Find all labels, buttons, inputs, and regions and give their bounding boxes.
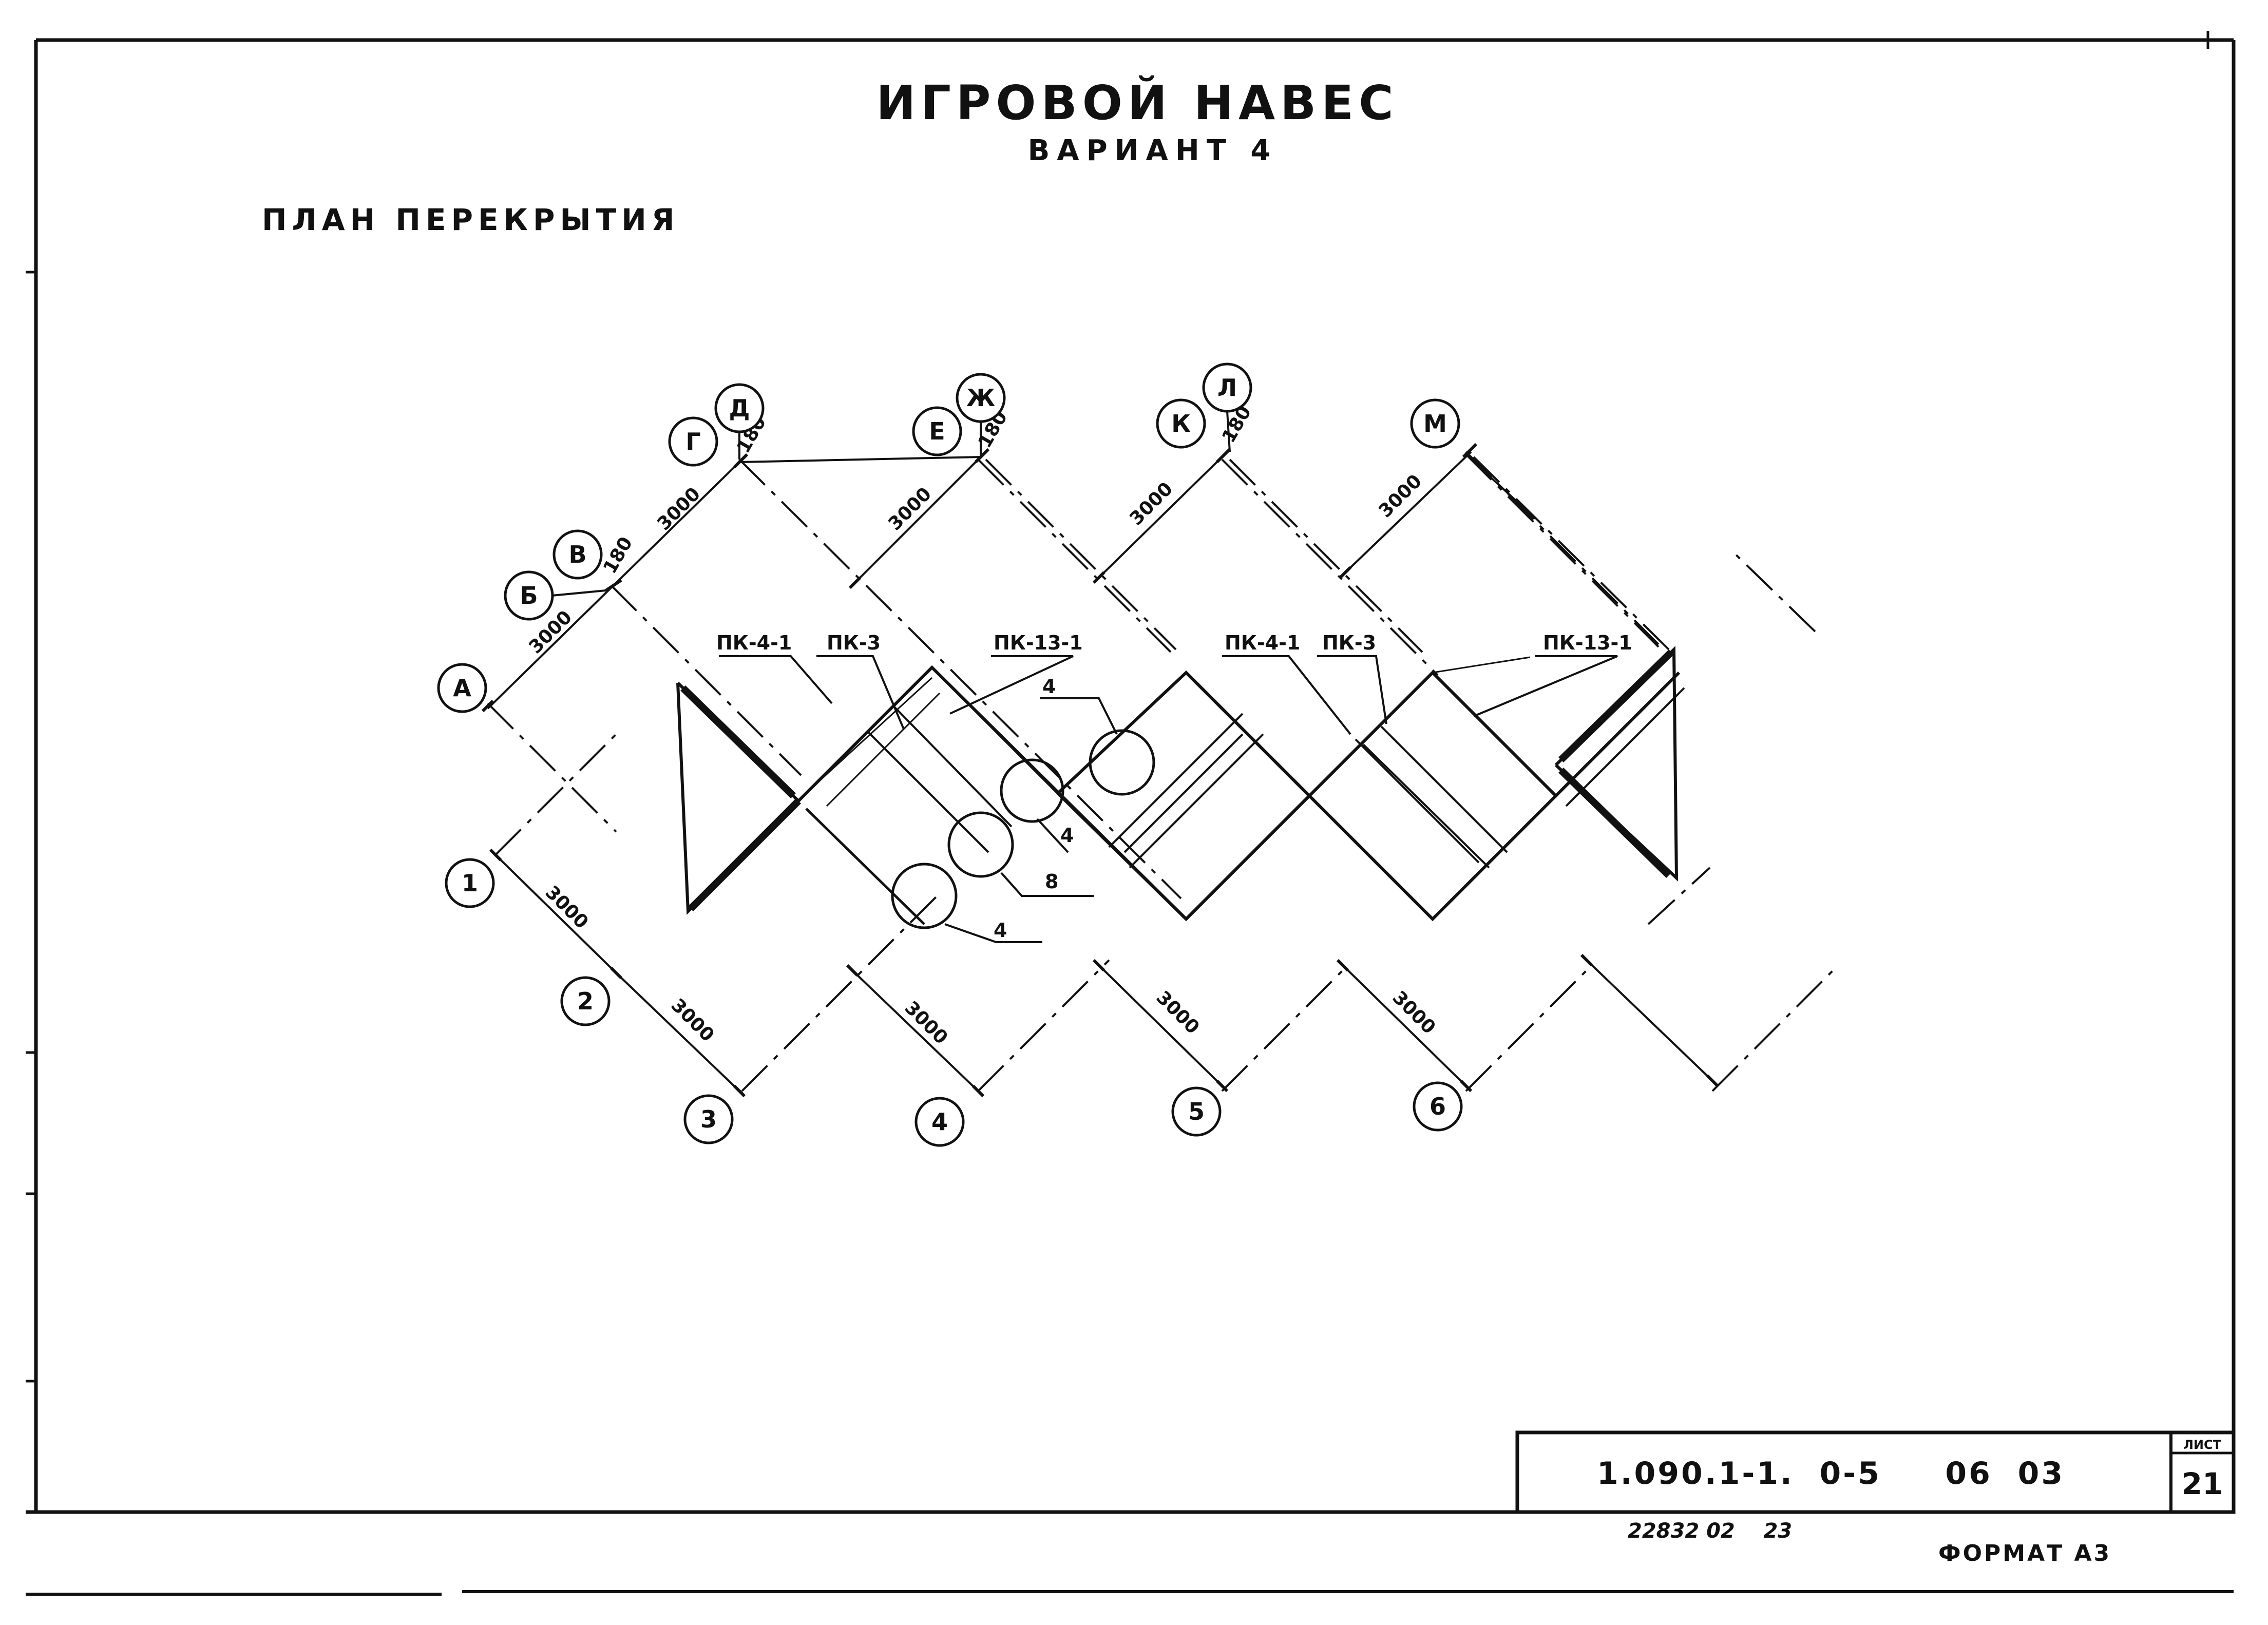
slab-mark-1: ПК-4-1 xyxy=(716,632,792,654)
grid-lines xyxy=(487,451,1834,1092)
node-callout-2: 4 xyxy=(1060,824,1074,847)
dim-span: 3000 xyxy=(653,484,704,535)
axis-marker-m xyxy=(1410,398,1460,449)
dim-span: 3000 xyxy=(667,995,718,1046)
axis-marker-leaders xyxy=(551,411,1231,597)
axis-marker-5 xyxy=(1171,1086,1222,1137)
node-circle xyxy=(891,863,958,929)
axis-label-1: 1 xyxy=(462,869,478,897)
axis-label-k: К xyxy=(1171,410,1191,437)
slab-mark-4: ПК-4-1 xyxy=(1225,632,1300,654)
axis-marker-k xyxy=(1156,398,1206,449)
dim-span: 3000 xyxy=(1375,471,1426,522)
document-code: 1.090.1-1. 0-5 06 03 xyxy=(1597,1456,2065,1492)
upper-dim-lines xyxy=(481,443,1660,713)
axis-label-e: Е xyxy=(929,417,945,445)
axis-label-b: Б xyxy=(520,582,538,609)
sheet-frame xyxy=(26,31,2236,1596)
title-block xyxy=(1515,1430,2236,1514)
node-circle xyxy=(1000,758,1064,823)
axis-label-6: 6 xyxy=(1430,1093,1446,1120)
axis-label-3: 3 xyxy=(700,1105,717,1133)
dim-span: 3000 xyxy=(1388,987,1440,1038)
slab-leaders xyxy=(719,655,1618,735)
axis-label-d: Д xyxy=(729,394,750,422)
plan-title: ПЛАН ПЕРЕКРЫТИЯ xyxy=(262,202,679,237)
sheet-number: 21 xyxy=(2182,1466,2223,1501)
axis-label-m: М xyxy=(1423,410,1447,437)
axis-marker-4 xyxy=(914,1097,965,1147)
main-title: ИГРОВОЙ НАВЕС xyxy=(876,75,1398,130)
variant-title: ВАРИАНТ 4 xyxy=(1028,134,1278,167)
inventory-number: 22832 02 23 xyxy=(1628,1519,1792,1543)
sheet-label: ЛИСТ xyxy=(2183,1438,2222,1452)
node-leaders xyxy=(944,697,1118,943)
paper-format: ФОРМАТ А3 xyxy=(1938,1540,2111,1566)
node-callout-4: 4 xyxy=(994,919,1007,942)
axis-label-v: В xyxy=(568,541,586,568)
dim-offset: 180 xyxy=(599,533,637,578)
axis-label-2: 2 xyxy=(577,987,594,1015)
dim-span: 3000 xyxy=(1126,479,1177,530)
slab-mark-6: ПК-13-1 xyxy=(1543,632,1632,654)
axis-marker-v xyxy=(552,529,603,580)
slab-mark-5: ПК-3 xyxy=(1322,632,1376,654)
node-circles xyxy=(891,729,1155,929)
dim-span: 3000 xyxy=(1152,987,1204,1038)
axis-marker-3 xyxy=(683,1094,734,1144)
axis-marker-g xyxy=(668,416,718,467)
node-circle xyxy=(947,811,1014,878)
axis-marker-a xyxy=(437,663,487,713)
axis-label-l: Л xyxy=(1217,374,1237,402)
axis-marker-1 xyxy=(445,858,495,908)
axis-markers-numbers xyxy=(445,858,1463,1147)
axis-markers-letters xyxy=(437,362,1460,713)
axis-label-5: 5 xyxy=(1188,1098,1205,1125)
axis-marker-6 xyxy=(1413,1081,1463,1132)
axis-label-a: А xyxy=(453,674,471,702)
axis-label-zh: Ж xyxy=(966,384,995,412)
node-callout-3: 8 xyxy=(1045,870,1058,893)
axis-label-4: 4 xyxy=(931,1108,948,1136)
axis-label-g: Г xyxy=(685,428,700,455)
axis-marker-e xyxy=(912,406,962,456)
axis-marker-2 xyxy=(560,976,611,1026)
lower-dim-lines xyxy=(489,848,1719,1098)
slab-mark-2: ПК-3 xyxy=(827,632,881,654)
node-circle xyxy=(1089,729,1155,796)
slab-mark-3: ПК-13-1 xyxy=(994,632,1083,654)
node-callout-1: 4 xyxy=(1042,675,1056,698)
structure xyxy=(676,645,1685,925)
